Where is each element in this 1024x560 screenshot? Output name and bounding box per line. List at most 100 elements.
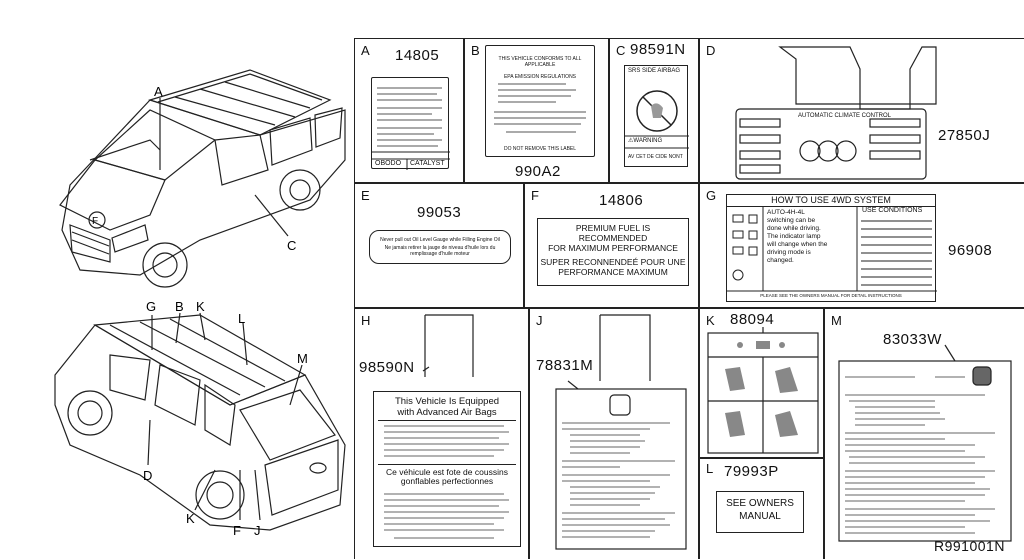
label-line: THIS VEHICLE CONFORMS TO ALL APPLICABLE: [498, 56, 582, 68]
4wd-note-line: switching can be: [767, 217, 816, 224]
lower-vehicle-illustration: G B K L M D K F J: [0, 295, 350, 559]
part-number: 14805: [395, 47, 440, 64]
panel-letter: J: [536, 313, 543, 328]
part-number: 83033W: [883, 331, 942, 348]
fuel-line-5: PERFORMANCE MAXIMUM: [558, 267, 668, 277]
airbag-label-tab: [422, 314, 474, 377]
callout-upper-C: C: [287, 238, 296, 253]
panel-letter: B: [471, 43, 480, 58]
part-number: 96908: [948, 242, 993, 259]
4wd-note-line: will change when the: [767, 241, 828, 248]
callout-lower-L: L: [238, 311, 245, 326]
climate-title: AUTOMATIC CLIMATE CONTROL: [798, 113, 892, 119]
airbag-title: SRS SIDE AIRBAG: [628, 68, 681, 74]
callout-lower-M: M: [297, 351, 308, 366]
upper-vehicle-drawing: A F C: [59, 69, 346, 288]
airbag-title-1: This Vehicle Is Equipped: [394, 396, 500, 407]
panel-J: J 78831M: [529, 308, 699, 559]
callout-lower-G: G: [146, 299, 156, 314]
callout-lower-J: J: [254, 523, 261, 538]
4wd-label-G: HOW TO USE 4WD SYSTEM USE CONDITIONS AUT…: [726, 194, 937, 302]
panel-letter: G: [706, 188, 717, 203]
callout-upper-F: F: [92, 216, 98, 227]
panel-M: M 83033W: [824, 308, 1024, 559]
label-lines: [494, 83, 586, 133]
panel-letter: K: [706, 313, 715, 328]
panel-letter: M: [831, 313, 842, 328]
manual-line-2: MANUAL: [739, 511, 781, 522]
label-line: EPA EMISSION REGULATIONS: [503, 74, 577, 80]
part-number: 99053: [417, 204, 462, 221]
fuel-line-4: SUPER RECONNENDEÉ POUR UNE: [540, 257, 686, 267]
panel-letter: F: [531, 188, 539, 203]
airbag-title-2: with Advanced Air Bags: [378, 407, 516, 421]
panel-H: H 98590N This Vehicle Is Equipped with A…: [354, 308, 529, 559]
4wd-note-line: done while driving.: [767, 225, 821, 232]
manual-line-1: SEE OWNERS: [726, 498, 794, 509]
4wd-note-line: AUTO-4H-4L: [767, 209, 805, 216]
diagram-id: R991001N: [934, 538, 1005, 554]
callout-lower-K2: K: [186, 511, 195, 526]
label-lines: [372, 87, 450, 170]
part-number: 14806: [599, 192, 644, 209]
callout-lower-K: K: [196, 299, 205, 314]
part-number: 88094: [730, 311, 775, 328]
lower-vehicle-drawing: G B K L M D K F J: [54, 299, 346, 538]
oil-line-2: Ne jamais retirer la jauge de niveau d'h…: [384, 245, 496, 257]
airbag-fr-2: gonflables perfectionnes: [400, 476, 494, 486]
airbag-label-C: SRS SIDE AIRBAG ⚠WARNING AV CET DE CIDE …: [624, 65, 689, 167]
panel-letter: H: [361, 313, 371, 328]
no-child-seat-icon: [625, 90, 689, 149]
fuel-label-M: [838, 344, 1012, 542]
oil-label-E: Never pull out Oil Level Gauge while Fil…: [369, 230, 511, 264]
4wd-note-line: The indicator lamp: [767, 233, 821, 240]
part-number: 990A2: [515, 163, 561, 180]
climate-control-label: [735, 46, 937, 180]
callout-lower-B: B: [175, 299, 184, 314]
4wd-note-line: changed.: [767, 257, 794, 264]
part-number: 98591N: [630, 41, 686, 58]
panel-D: D AUTOMATIC CLIMATE CONTROL 27850J: [699, 38, 1024, 183]
part-number: 27850J: [938, 127, 991, 144]
label-line: DO NOT REMOVE THIS LABEL: [503, 146, 577, 152]
panel-letter: A: [361, 43, 370, 58]
label-lines: [384, 493, 509, 539]
panel-E: E 99053 Never pull out Oil Level Gauge w…: [354, 183, 524, 308]
panel-A: A 14805 OBODO CATALYST: [354, 38, 464, 183]
callout-lower-D: D: [143, 468, 152, 483]
panel-F: F 14806 PREMIUM FUEL IS RECOMMENDED FOR …: [524, 183, 699, 308]
label-bottom-right: CATALYST: [410, 160, 445, 167]
fuel-line-1: PREMIUM FUEL IS: [575, 223, 651, 233]
upper-vehicle-illustration: A F C: [0, 0, 350, 300]
4wd-foot: PLEASE SEE THE OWNERS MANUAL FOR DETAIL …: [760, 293, 902, 298]
fuel-door-label-J: [555, 314, 687, 550]
callout-lower-F: F: [233, 523, 241, 538]
panel-letter: D: [706, 43, 716, 58]
panel-K: K 88094: [699, 308, 824, 458]
owners-manual-label-L: SEE OWNERS MANUAL: [716, 491, 804, 533]
fuel-label-F: PREMIUM FUEL IS RECOMMENDED FOR MAXIMUM …: [537, 218, 689, 286]
part-number: 79993P: [724, 463, 779, 480]
airbag-warning: ⚠WARNING: [628, 138, 663, 144]
label-lines: [384, 425, 509, 457]
airbag-foot: AV CET DE CIDE NONT: [628, 154, 683, 160]
panel-letter: L: [706, 461, 714, 476]
panel-L: L 79993P SEE OWNERS MANUAL: [699, 458, 824, 559]
emission-label-B: THIS VEHICLE CONFORMS TO ALL APPLICABLE …: [485, 45, 595, 157]
4wd-note: AUTO-4H-4L switching can be done while d…: [767, 209, 827, 265]
airbag-fr-1: Ce véhicule est fote de coussins: [378, 464, 516, 477]
4wd-note-line: driving mode is: [767, 249, 811, 256]
4wd-col2: USE CONDITIONS: [862, 207, 923, 214]
panel-B: B THIS VEHICLE CONFORMS TO ALL APPLICABL…: [464, 38, 609, 183]
panel-G: G HOW TO USE 4WD SYSTEM USE CONDITIONS A…: [699, 183, 1024, 308]
label-bottom-left: OBODO: [375, 160, 402, 167]
emission-label-A: OBODO CATALYST: [371, 77, 450, 170]
fuel-line-2: RECOMMENDED: [578, 233, 648, 243]
panel-letter: C: [616, 43, 626, 58]
callout-upper-A: A: [154, 84, 163, 99]
4wd-table-lines: [727, 207, 937, 292]
4wd-title: HOW TO USE 4WD SYSTEM: [727, 195, 935, 207]
oil-line-1: Never pull out Oil Level Gauge while Fil…: [380, 237, 500, 243]
advanced-airbag-label-H: This Vehicle Is Equipped with Advanced A…: [373, 391, 521, 547]
fuel-line-3: FOR MAXIMUM PERFORMANCE: [548, 243, 678, 253]
